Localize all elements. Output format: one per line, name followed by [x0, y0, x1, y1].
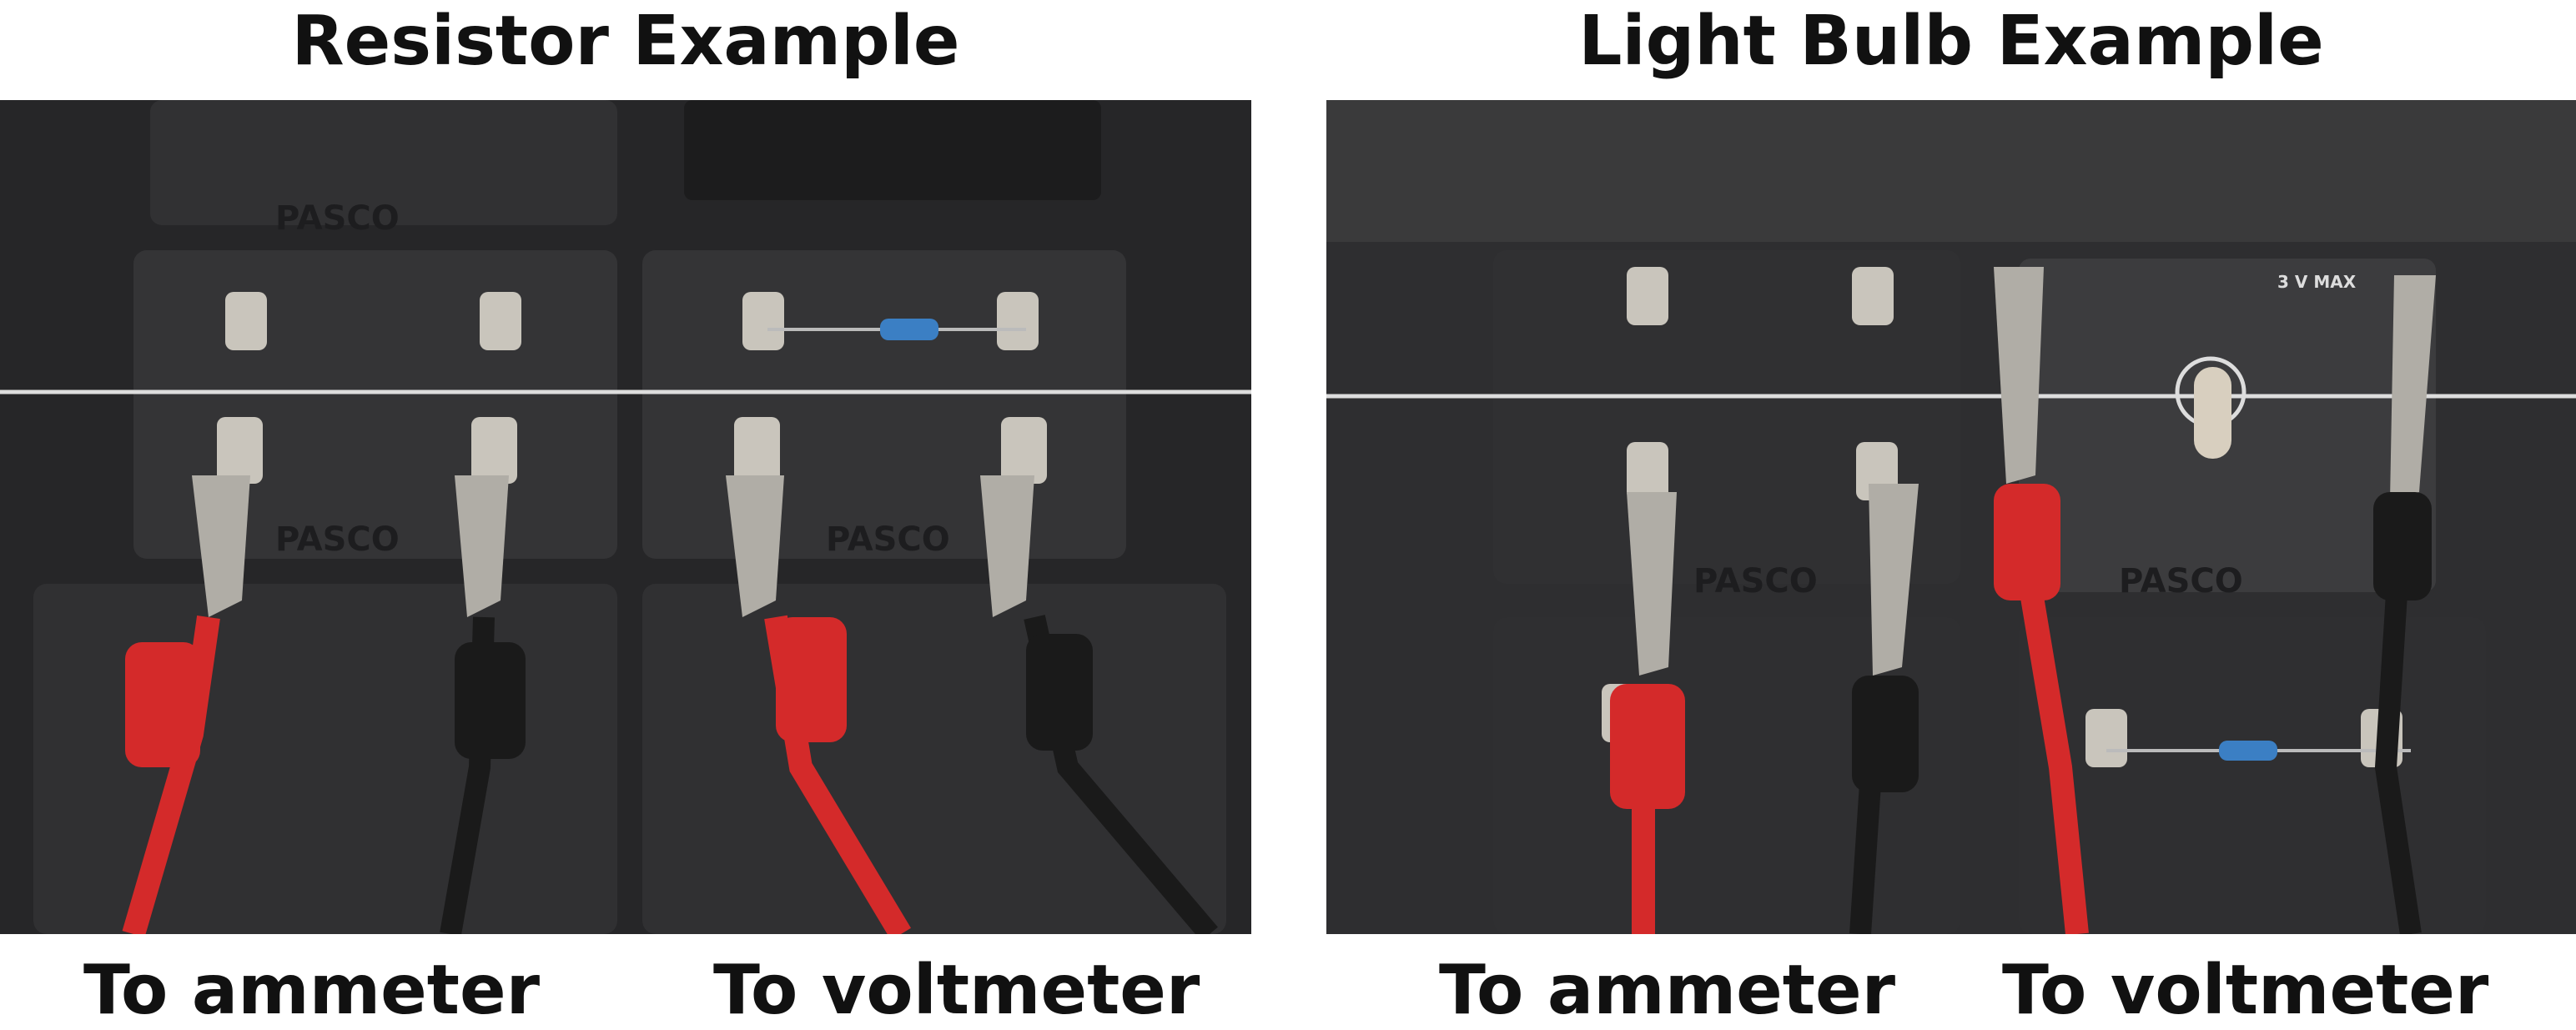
resistor	[880, 319, 938, 340]
pasco-logo: PASCO	[2119, 562, 2243, 600]
spring-connectors	[217, 292, 1047, 484]
light-bulb-example-title: Light Bulb Example	[1578, 2, 2324, 81]
voltage-rating-label: 3 V MAX	[2277, 272, 2357, 292]
resistor-voltmeter-label: To voltmeter	[713, 951, 1200, 1030]
pasco-logo: PASCO	[275, 199, 400, 238]
pasco-logo: PASCO	[826, 520, 950, 559]
light-bulb-example-photo: 3 V MAX PASCO PASCO	[1326, 100, 2576, 934]
alligator-clips	[1627, 267, 2436, 676]
resistor	[2219, 741, 2277, 761]
resistor-ammeter-label: To ammeter	[83, 951, 541, 1030]
light-bulb-ammeter-label: To ammeter	[1439, 951, 1896, 1030]
alligator-clips	[192, 475, 1034, 617]
pasco-logo: PASCO	[275, 520, 400, 559]
resistor-example-title: Resistor Example	[291, 2, 960, 81]
light-bulb-voltmeter-label: To voltmeter	[2002, 951, 2489, 1030]
resistor-example-photo: PASCO PASCO PASCO	[0, 100, 1251, 934]
pasco-logo: PASCO	[1693, 562, 1818, 600]
light-bulb	[2194, 367, 2231, 459]
